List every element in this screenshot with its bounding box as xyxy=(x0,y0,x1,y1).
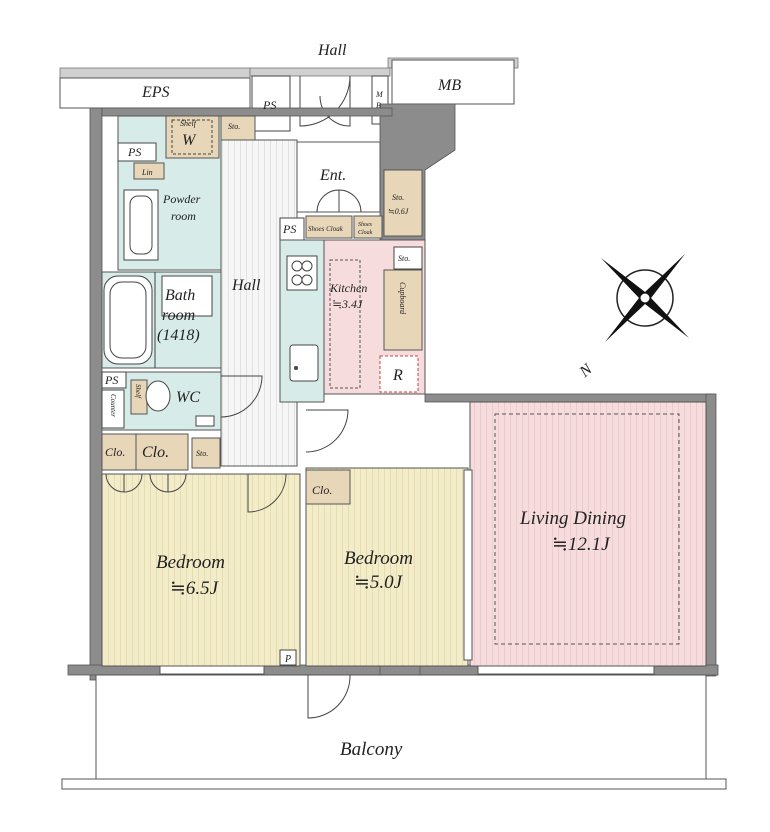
storage-top xyxy=(220,115,256,141)
mb-small-label-2: B xyxy=(376,101,381,110)
ps-top-label: PS xyxy=(262,98,276,112)
mb-label: MB xyxy=(437,77,461,94)
entrance-storage xyxy=(383,169,423,237)
ps-wc-label: PS xyxy=(104,373,118,387)
washer-shelf xyxy=(165,115,220,159)
clo-b-label: Clo. xyxy=(312,483,332,497)
shelf-w-label: Shelf xyxy=(180,119,198,128)
r-label: R xyxy=(392,367,403,384)
bedroom1-size: ≒6.5J xyxy=(170,578,220,599)
bedroom-storage xyxy=(191,437,221,469)
ps-shaft-left xyxy=(117,142,157,162)
sto-ent-size: ≒0.6J xyxy=(388,207,409,216)
linen-shelf xyxy=(133,162,165,180)
powder-label-2: room xyxy=(171,209,196,223)
shoes2-label: Shoes xyxy=(358,222,373,228)
shoes2-label-2: Cloak xyxy=(358,230,373,236)
shoes1-label: Shoes Cloak xyxy=(308,225,344,233)
common-corridor xyxy=(59,57,519,132)
living-dining xyxy=(469,401,707,667)
refrigerator-space xyxy=(379,355,419,393)
clo-small-label: Clo. xyxy=(105,445,125,459)
eps-label: EPS xyxy=(141,84,170,101)
sto-k-label: Sto. xyxy=(398,254,410,263)
cupboard-label: Cupboard xyxy=(398,282,407,315)
bedroom1-label: Bedroom xyxy=(156,552,225,573)
kitchen-storage xyxy=(393,246,423,270)
living-label: Living Dining xyxy=(519,508,626,529)
bath-label-3: (1418) xyxy=(157,327,200,344)
p-label: P xyxy=(284,654,291,665)
clo-a-label: Clo. xyxy=(142,444,169,461)
kitchen-size: ≒3.4J xyxy=(332,297,363,311)
bedroom2-size: ≒5.0J xyxy=(354,572,404,593)
closet-small xyxy=(101,433,137,471)
north-compass-icon xyxy=(601,254,689,342)
w-label: W xyxy=(182,132,197,149)
ent-label: Ent. xyxy=(319,167,346,184)
bath-label-2: room xyxy=(162,307,195,324)
meter-p xyxy=(279,649,297,666)
kitchen-label: Kitchen xyxy=(329,281,367,295)
balcony xyxy=(61,674,727,790)
closet-b xyxy=(305,469,351,505)
lin-label: Lin xyxy=(141,168,153,177)
living-size: ≒12.1J xyxy=(552,534,611,555)
ps-shaft-wc xyxy=(101,371,127,389)
hall-mid-label: Hall xyxy=(231,277,261,294)
shoes-cloak-2 xyxy=(353,215,383,239)
mb-small-label: M xyxy=(375,90,384,99)
sto-top-label: Sto. xyxy=(228,122,240,131)
bath-label: Bath xyxy=(165,287,195,304)
sto-ent-label: Sto. xyxy=(392,193,404,202)
bedroom2-label: Bedroom xyxy=(344,548,413,569)
hall-top-label: Hall xyxy=(317,42,347,59)
counter-label: Counter xyxy=(109,394,117,417)
shoes-cloak-1 xyxy=(305,215,353,239)
bedroom-1 xyxy=(101,473,301,667)
shelf-wc-label: Shelf xyxy=(134,384,142,399)
closet-a xyxy=(135,433,189,471)
ps-kitchen-label: PS xyxy=(282,222,296,236)
cupboard xyxy=(383,269,423,351)
sto-bed-label: Sto. xyxy=(196,449,208,458)
windows xyxy=(159,665,655,675)
north-label: N xyxy=(576,360,597,381)
counter xyxy=(101,389,125,429)
balcony-label: Balcony xyxy=(340,739,403,760)
powder-label: Powder xyxy=(162,192,201,206)
ps-left-label: PS xyxy=(127,145,141,159)
wc-label: WC xyxy=(176,389,200,406)
